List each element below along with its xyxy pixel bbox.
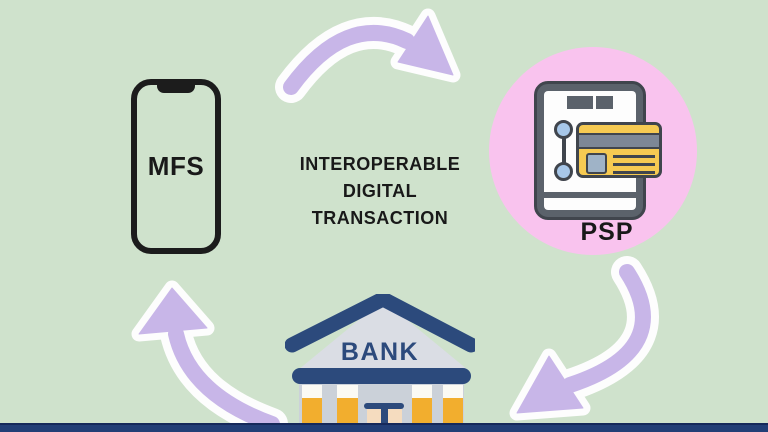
psp-badge: PSP (489, 47, 697, 255)
center-title: INTEROPERABLE DIGITAL TRANSACTION (278, 151, 482, 232)
center-title-line-3: TRANSACTION (311, 208, 449, 228)
card-magnetic-stripe (579, 133, 659, 149)
terminal-header-segment (567, 96, 593, 109)
arrow-bank-to-mfs-icon (131, 280, 288, 432)
bottom-bar (0, 423, 768, 432)
route-line (562, 131, 566, 171)
bank-entablature (292, 368, 471, 384)
bank-building-icon: BANK (285, 294, 475, 432)
terminal-header-segment (596, 96, 613, 109)
card-text-line (613, 163, 655, 166)
card-chip (586, 153, 607, 174)
bank-column (302, 385, 322, 432)
terminal-footer-divider (544, 192, 636, 198)
card-text-line (613, 171, 655, 174)
route-dot-icon (554, 120, 573, 139)
phone-notch-icon (157, 84, 195, 93)
psp-label: PSP (580, 218, 634, 246)
arrow-mfs-to-psp-icon (275, 8, 461, 103)
credit-card-icon (576, 122, 662, 178)
bank-door-lintel (364, 403, 404, 409)
arrow-psp-to-bank-icon (509, 256, 659, 421)
bank-column (337, 385, 358, 432)
smartphone-icon: MFS (131, 79, 221, 254)
mfs-label: MFS (147, 151, 205, 181)
center-title-line-1: INTEROPERABLE (299, 154, 461, 174)
card-text-line (613, 155, 655, 158)
bank-roof-icon (285, 294, 475, 353)
terminal-screen (544, 91, 636, 210)
bank-label: BANK (340, 338, 420, 366)
bank-column (412, 385, 432, 432)
bank-door-post (381, 409, 388, 432)
center-title-line-2: DIGITAL (342, 181, 418, 201)
route-dot-icon (554, 162, 573, 181)
bank-column (443, 385, 463, 432)
